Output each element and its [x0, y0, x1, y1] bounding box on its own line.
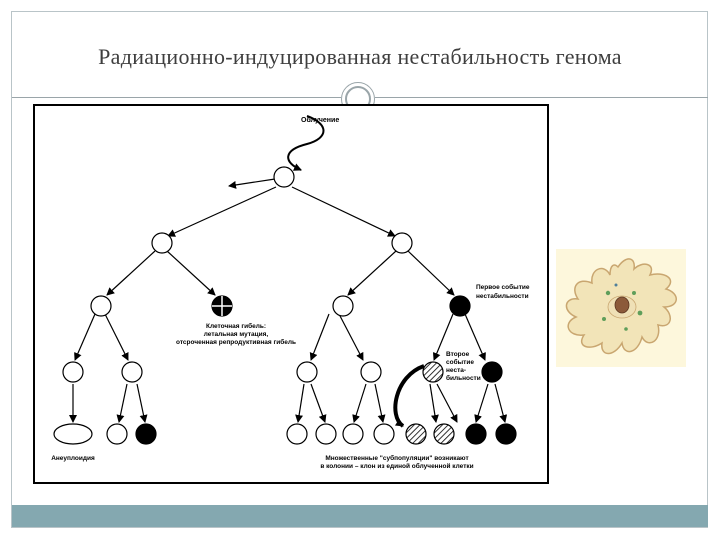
label-irradiation: Облучение	[301, 116, 339, 124]
arrow-side	[228, 178, 276, 189]
label-second-event-1: Второе	[446, 351, 470, 358]
cell-aneuploidy	[53, 423, 93, 445]
genomic-instability-diagram: Облучение	[33, 104, 549, 484]
cell-leaf-8	[433, 423, 455, 445]
amoeba-vacuole-1	[605, 290, 611, 296]
edge-r-rl	[347, 250, 397, 296]
edge-r3-h	[494, 383, 508, 423]
edge-root-right	[291, 186, 396, 237]
cell-leaf-1	[106, 423, 128, 445]
edge-r3-c	[352, 383, 367, 423]
cell-root	[273, 166, 295, 188]
label-cell-death-1: Клеточная гибель:	[206, 322, 266, 330]
footer-bar	[12, 505, 708, 527]
title-divider-right	[375, 97, 708, 98]
label-cell-death-3: отсроченная репродуктивная гибель	[176, 338, 296, 346]
amoeba-cell-image	[556, 249, 686, 367]
cell-ll-b	[121, 361, 143, 383]
cell-leaf-4	[315, 423, 337, 445]
edge-r-rr	[407, 250, 455, 296]
edge-root-left	[167, 186, 277, 237]
cell-leaf-9	[465, 423, 487, 445]
cell-leaf-6	[373, 423, 395, 445]
edge-l-lr	[166, 250, 216, 296]
edge-rr-a	[432, 313, 454, 361]
edge-r3-d	[374, 383, 386, 423]
label-subpopulations-2: в колонии – клон из единой облученной кл…	[320, 462, 473, 470]
amoeba-vacuole-4	[602, 317, 606, 321]
cell-leaf-2	[135, 423, 157, 445]
label-subpopulations-1: Множественные "субпопуляции" возникают	[325, 454, 468, 462]
label-first-event-1: Первое событие	[476, 283, 530, 291]
label-first-event-2: нестабильности	[476, 292, 529, 300]
amoeba-vacuole-2	[632, 291, 636, 295]
title-divider-left	[12, 97, 341, 98]
edge-r3-e	[429, 383, 439, 423]
cell-leaf-5	[342, 423, 364, 445]
label-cell-death-2: летальная мутация,	[204, 331, 269, 338]
cell-l	[151, 232, 173, 254]
edge-ll-b	[104, 313, 129, 361]
cell-death-marker	[211, 295, 233, 317]
amoeba-vacuole-5	[624, 327, 628, 331]
edge-l3-b	[136, 383, 148, 423]
curved-arrow-second-event	[393, 364, 425, 428]
cell-rl	[332, 295, 354, 317]
edge-r3-b	[310, 383, 327, 423]
cell-first-event	[449, 295, 471, 317]
slide-title: Радиационно-индуцированная нестабильност…	[98, 44, 622, 69]
edge-l-ll	[106, 250, 156, 296]
slide-frame	[11, 11, 708, 528]
irradiation-arrow	[287, 115, 325, 171]
amoeba-vacuole-6	[614, 283, 618, 287]
cell-rl-b	[360, 361, 382, 383]
label-second-event-3: неста-	[446, 367, 466, 374]
label-second-event-4: бильности	[446, 374, 481, 382]
edge-r3-f	[436, 383, 458, 423]
edge-ll-a	[74, 313, 96, 361]
edge-rr-b	[464, 313, 486, 361]
cell-leaf-3	[286, 423, 308, 445]
edge-l3-a	[116, 383, 128, 423]
cell-leaf-10	[495, 423, 517, 445]
edge-rl-a	[309, 313, 330, 361]
amoeba-nucleus	[614, 296, 630, 314]
label-second-event-2: событие	[446, 358, 474, 366]
label-aneuploidy: Анеуплоидия	[51, 455, 95, 462]
edge-r3-a	[295, 383, 305, 423]
cell-ll	[90, 295, 112, 317]
cell-rl-a	[296, 361, 318, 383]
edge-rl-b	[338, 313, 364, 361]
cell-r	[391, 232, 413, 254]
amoeba-vacuole-3	[637, 310, 643, 316]
cell-ll-a	[62, 361, 84, 383]
cell-rr-b	[481, 361, 503, 383]
cell-leaf-7	[405, 423, 427, 445]
edge-r3-g	[474, 383, 489, 423]
cell-second-event	[422, 361, 444, 383]
